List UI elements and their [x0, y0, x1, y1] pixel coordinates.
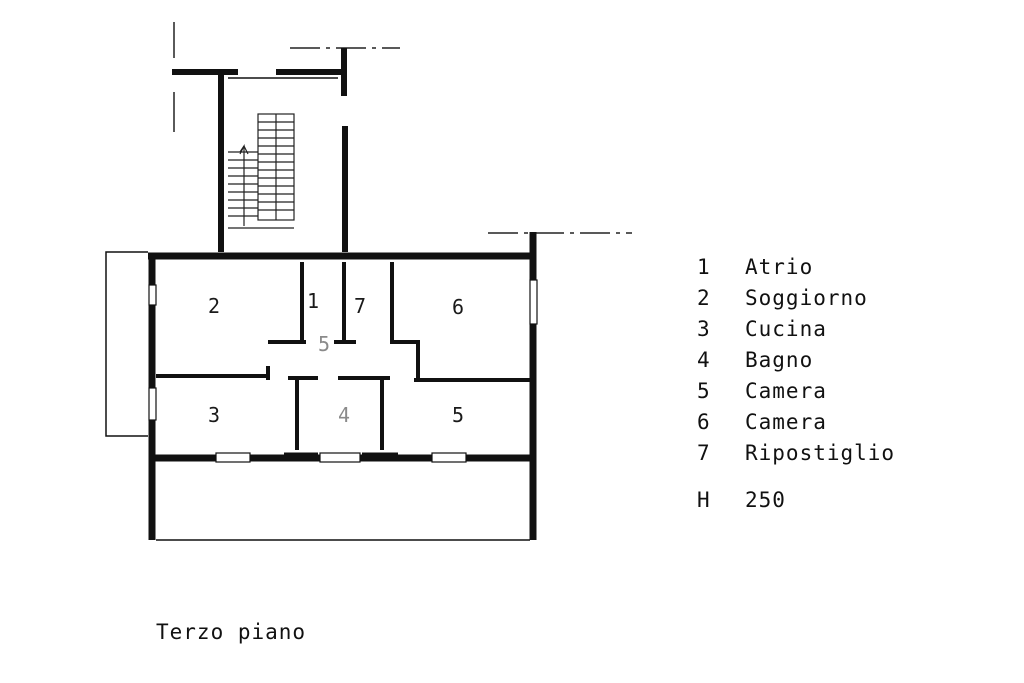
- balcony: [105, 251, 530, 541]
- room-label-3: 3: [208, 403, 221, 427]
- height-label: H: [697, 488, 711, 512]
- room-label-4: 4: [338, 403, 351, 427]
- room-label-7: 7: [354, 294, 367, 318]
- room-label-5: 5: [452, 403, 465, 427]
- room-label-1: 1: [307, 289, 320, 313]
- staircase-block: [172, 48, 348, 252]
- height-row: H 250: [697, 485, 895, 516]
- outer-walls: [148, 232, 537, 540]
- stairs-icon: [228, 113, 295, 229]
- room-label-2: 2: [208, 294, 221, 318]
- outer-windows: [148, 279, 538, 463]
- height-value: 250: [745, 488, 786, 512]
- dash-guides: [173, 22, 632, 234]
- floor-caption: Terzo piano: [156, 620, 307, 644]
- room-label-corridor: 5: [318, 332, 331, 356]
- interior-walls: [156, 262, 530, 460]
- room-label-6: 6: [452, 295, 465, 319]
